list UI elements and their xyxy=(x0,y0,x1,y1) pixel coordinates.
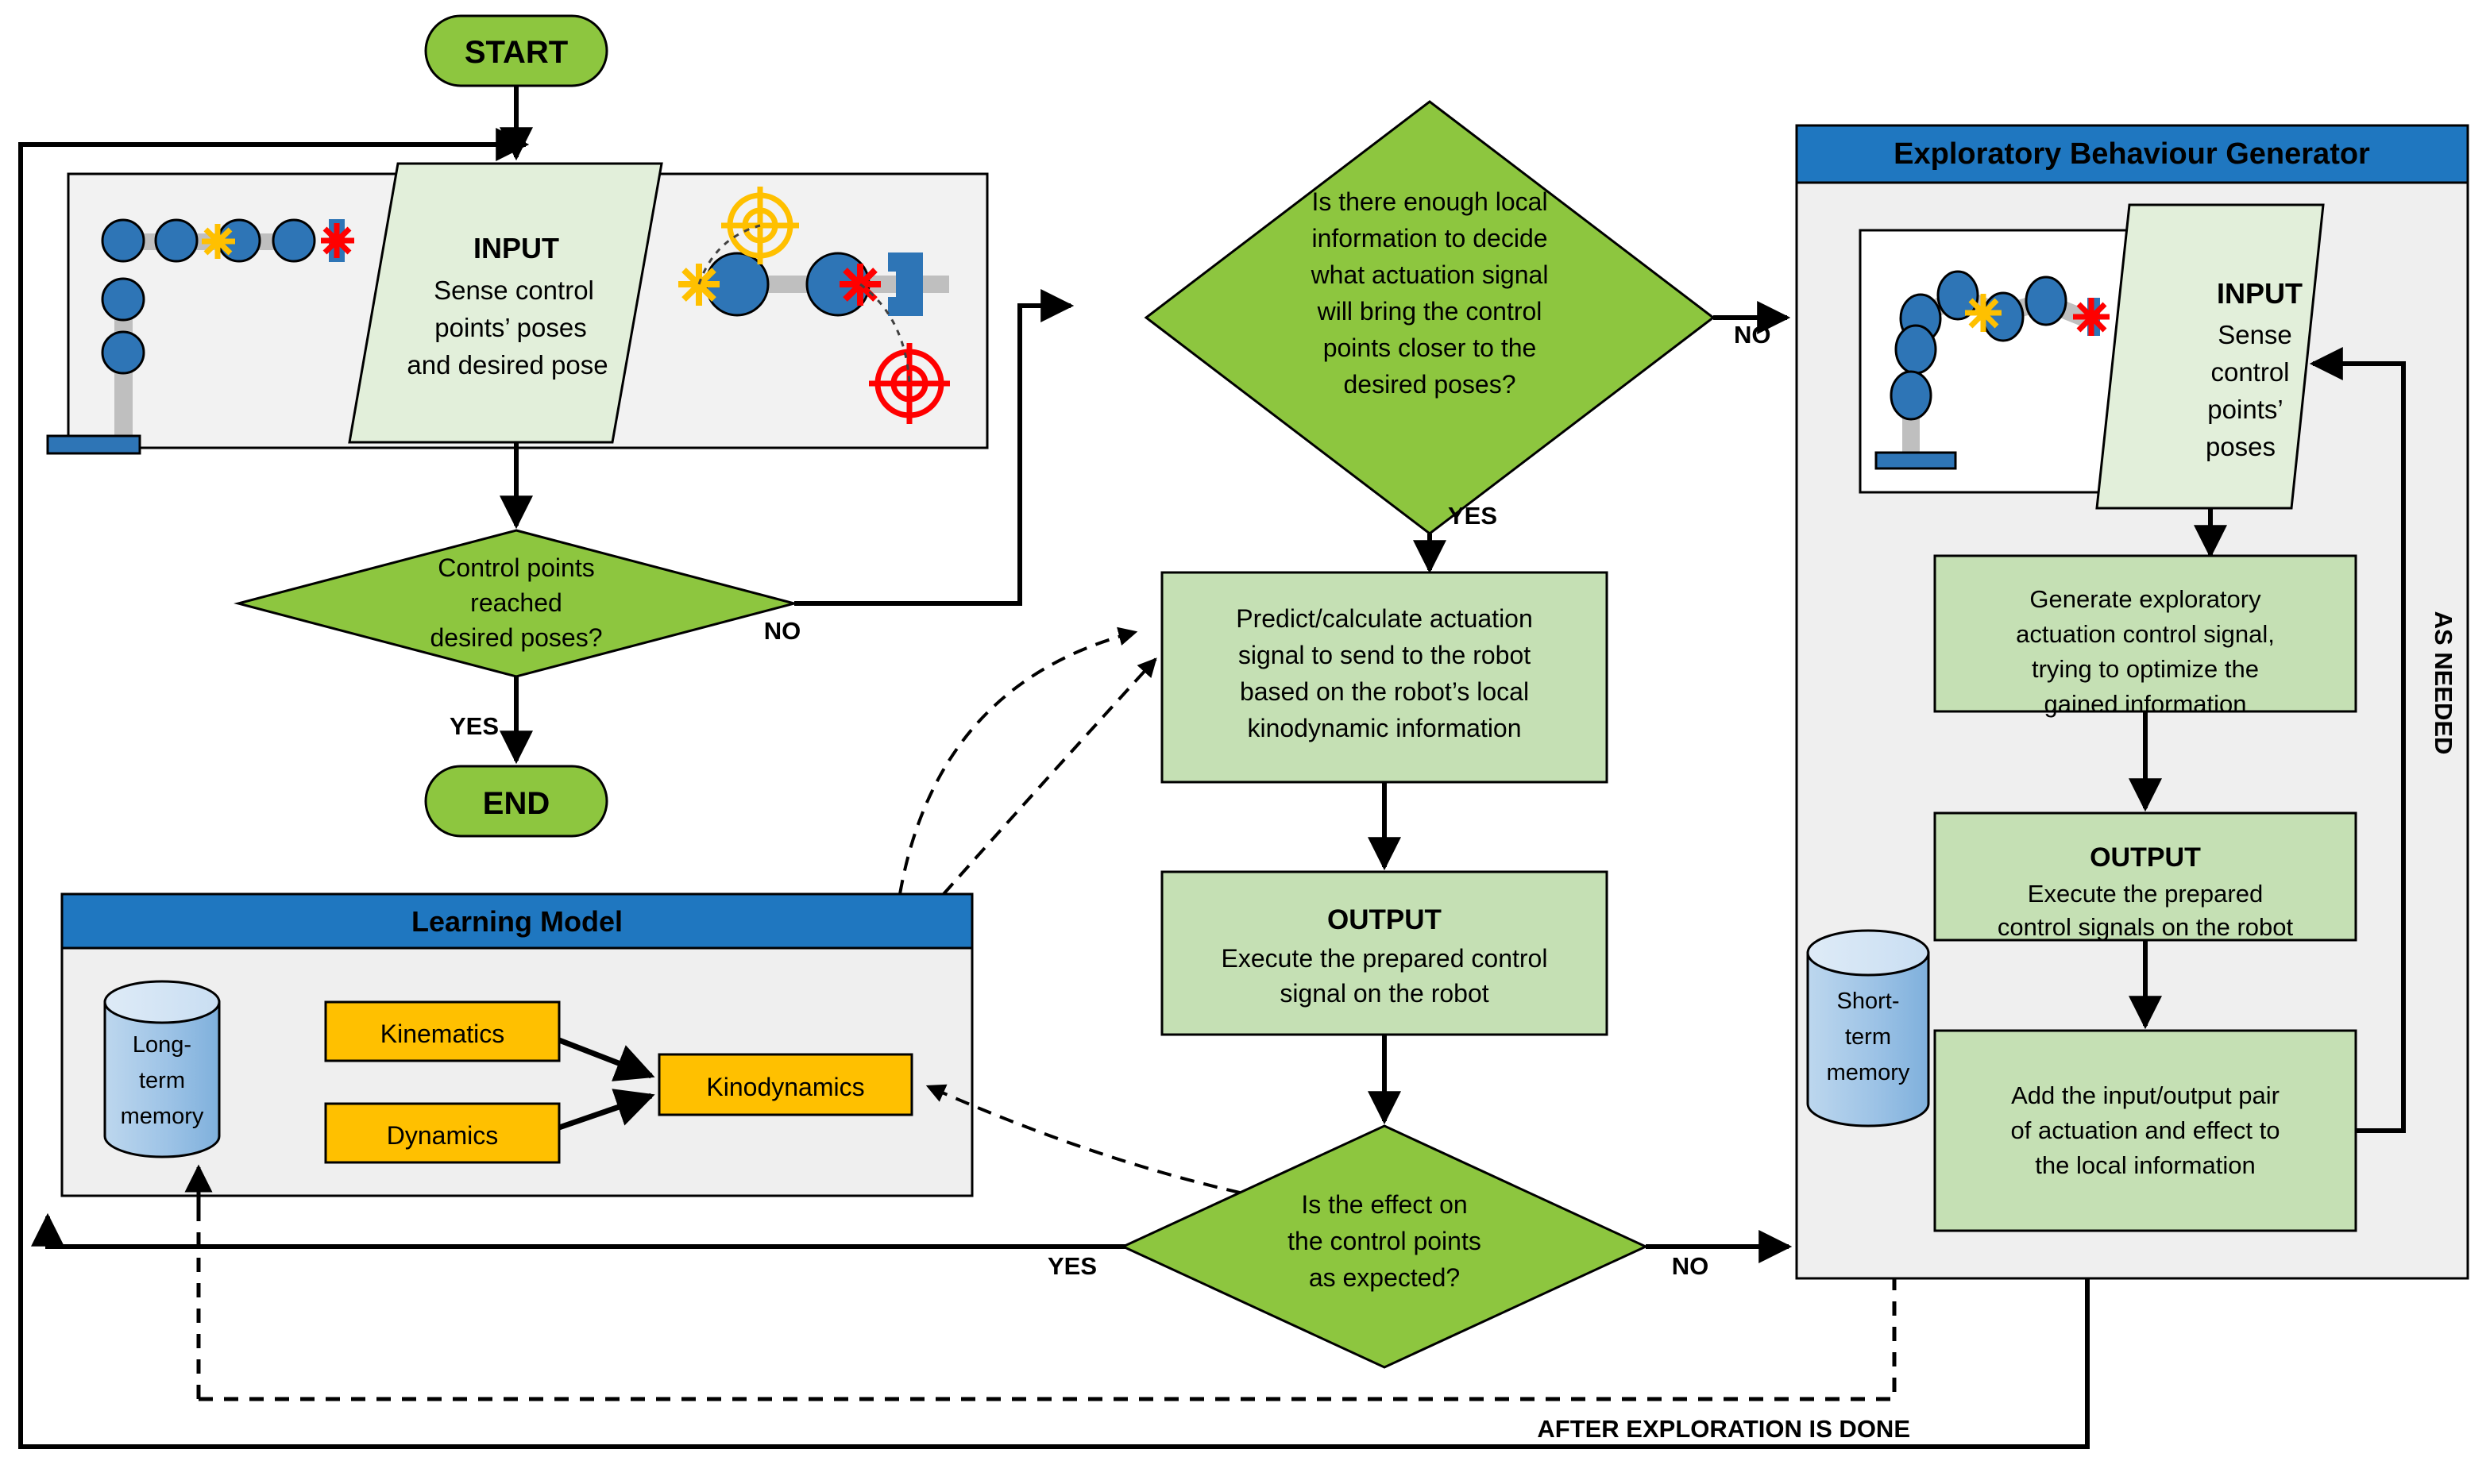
learning-model-title: Learning Model xyxy=(411,905,623,938)
exploratory-input-line1: Sense xyxy=(2218,320,2292,349)
control-point-star-yellow-2 xyxy=(678,264,720,306)
output-main-line1: Execute the prepared control xyxy=(1222,944,1548,973)
dynamics-box: Dynamics xyxy=(324,1102,561,1164)
lm-to-predict-dashed xyxy=(942,657,1157,896)
exploratory-input-line3: points’ xyxy=(2207,395,2283,424)
end-terminator: END xyxy=(424,765,608,838)
exploratory-output-line1: Execute the prepared xyxy=(2028,880,2263,908)
dynamics-to-kinodynamics-arrow xyxy=(558,1089,655,1131)
stm-line2: term xyxy=(1845,1024,1891,1050)
predict-line3: based on the robot’s local xyxy=(1240,677,1529,706)
generate-line3: trying to optimize the xyxy=(2032,655,2259,683)
output-main-line2: signal on the robot xyxy=(1280,979,1488,1008)
add-pair-line2: of actuation and effect to xyxy=(2011,1116,2280,1144)
decision-info-line6: desired poses? xyxy=(1343,370,1515,399)
robot-arm-illustration-left xyxy=(46,218,354,455)
add-pair-line3: the local information xyxy=(2035,1151,2255,1179)
control-point-star-red xyxy=(321,223,354,258)
exploratory-star-red xyxy=(2073,298,2110,336)
decision-reached-line1: Control points xyxy=(438,553,594,582)
add-pair-line1: Add the input/output pair xyxy=(2011,1081,2280,1109)
decision-effect-line3: as expected? xyxy=(1309,1263,1460,1292)
decision-reached-line2: reached xyxy=(470,588,562,617)
decision-info-line1: Is there enough local xyxy=(1311,187,1547,216)
input-main-line3: and desired pose xyxy=(407,350,608,380)
start-label: START xyxy=(465,35,568,70)
exploratory-star-yellow xyxy=(1965,294,2002,332)
label-yes-enough-info: YES xyxy=(1448,502,1497,530)
decision-effect-line1: Is the effect on xyxy=(1301,1190,1467,1219)
ltm-line2: term xyxy=(139,1068,185,1093)
predict-line4: kinodynamic information xyxy=(1247,714,1521,742)
output-execute-box: OUTPUT Execute the prepared control sign… xyxy=(1160,870,1608,1036)
reached-no-wire xyxy=(794,289,1075,606)
generate-exploratory-box: Generate exploratory actuation control s… xyxy=(1933,554,2357,718)
ltm-line3: memory xyxy=(121,1104,204,1129)
generate-line1: Generate exploratory xyxy=(2029,585,2261,613)
decision-control-points-reached: Control points reached desired poses? xyxy=(234,529,799,678)
exploratory-output-line2: control signals on the robot xyxy=(1998,913,2294,941)
dotted-link-red xyxy=(859,283,911,384)
output-main-heading: OUTPUT xyxy=(1327,904,1442,935)
label-after-exploration: AFTER EXPLORATION IS DONE xyxy=(1537,1415,1910,1443)
after-exploration-dashed-wire xyxy=(199,1278,1897,1401)
target-icon-red xyxy=(869,343,950,424)
effect-yes-wire xyxy=(31,1212,1365,1249)
exploratory-panel-title: Exploratory Behaviour Generator xyxy=(1894,137,2370,171)
label-as-needed: AS NEEDED xyxy=(2430,611,2457,755)
decision-enough-local-information: Is there enough local information to dec… xyxy=(1144,100,1716,535)
predict-line2: signal to send to the robot xyxy=(1238,641,1531,669)
label-yes-reached: YES xyxy=(450,712,499,740)
short-term-memory-cylinder: Short- term memory xyxy=(1806,929,1930,1127)
input-main-line2: points’ poses xyxy=(434,313,586,342)
exploratory-input-node: INPUT Sense control points’ poses xyxy=(2095,203,2325,510)
generate-line2: actuation control signal, xyxy=(2016,620,2275,648)
exploratory-output-box: OUTPUT Execute the prepared control sign… xyxy=(1933,811,2357,942)
input-main-heading: INPUT xyxy=(473,232,559,264)
decision-info-line2: information to decide xyxy=(1311,224,1547,252)
end-label: END xyxy=(483,786,550,821)
decision-reached-line3: desired poses? xyxy=(430,623,602,652)
kinematics-label: Kinematics xyxy=(380,1020,505,1048)
label-yes-effect: YES xyxy=(1048,1252,1097,1280)
decision-effect-expected: Is the effect on the control points as e… xyxy=(1120,1124,1649,1369)
decision-info-line5: points closer to the xyxy=(1323,333,1537,362)
exploratory-input-heading: INPUT xyxy=(2217,277,2303,310)
decision-info-line3: what actuation signal xyxy=(1311,260,1549,289)
input-main-line1: Sense control xyxy=(434,276,594,305)
start-terminator: START xyxy=(424,14,608,87)
robot-arm-illustration-right xyxy=(678,187,950,424)
exploratory-output-heading: OUTPUT xyxy=(2090,842,2201,873)
label-no-effect: NO xyxy=(1672,1252,1709,1280)
exploratory-input-line4: poses xyxy=(2206,432,2276,461)
dynamics-label: Dynamics xyxy=(387,1121,498,1150)
add-io-pair-box: Add the input/output pair of actuation a… xyxy=(1933,1029,2357,1232)
kinematics-box: Kinematics xyxy=(324,1000,561,1062)
lm-to-decision-dashed xyxy=(898,626,1138,895)
decision-info-line4: will bring the control xyxy=(1317,297,1542,326)
predict-line1: Predict/calculate actuation xyxy=(1236,604,1533,633)
as-needed-loop: AS NEEDED xyxy=(2309,347,2457,1133)
decision-effect-line2: the control points xyxy=(1287,1227,1481,1255)
label-no-enough-info: NO xyxy=(1734,321,1771,349)
exploratory-input-line2: control xyxy=(2210,357,2289,387)
ltm-line1: Long- xyxy=(133,1032,191,1058)
input-node-main: INPUT Sense control points’ poses and de… xyxy=(348,162,663,444)
stm-line1: Short- xyxy=(1837,989,1900,1014)
label-no-reached: NO xyxy=(764,617,801,645)
kinodynamics-label: Kinodynamics xyxy=(706,1073,864,1101)
kinematics-to-kinodynamics-arrow xyxy=(558,1037,655,1081)
control-point-star-yellow xyxy=(202,224,235,259)
kinodynamics-box: Kinodynamics xyxy=(658,1053,913,1116)
stm-line3: memory xyxy=(1827,1060,1910,1085)
predict-actuation-box: Predict/calculate actuation signal to se… xyxy=(1160,571,1608,784)
long-term-memory-cylinder: Long- term memory xyxy=(103,980,221,1158)
